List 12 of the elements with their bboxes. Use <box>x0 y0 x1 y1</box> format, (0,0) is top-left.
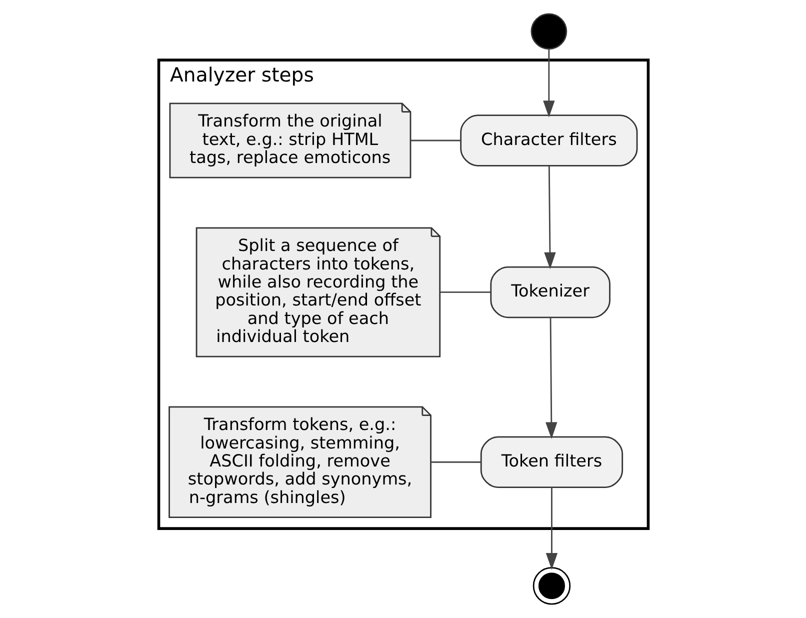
arrow <box>544 166 556 270</box>
node-box: Tokenizer <box>490 266 610 318</box>
connector <box>410 140 460 142</box>
node-box: Character filters <box>460 114 638 166</box>
node-circle <box>530 13 567 50</box>
arrow <box>545 487 558 570</box>
connector <box>430 461 480 463</box>
connector <box>440 292 490 293</box>
arrow <box>545 318 557 439</box>
node-circle <box>532 567 570 605</box>
arrow <box>542 48 554 118</box>
node-box: Token filters <box>480 436 623 488</box>
